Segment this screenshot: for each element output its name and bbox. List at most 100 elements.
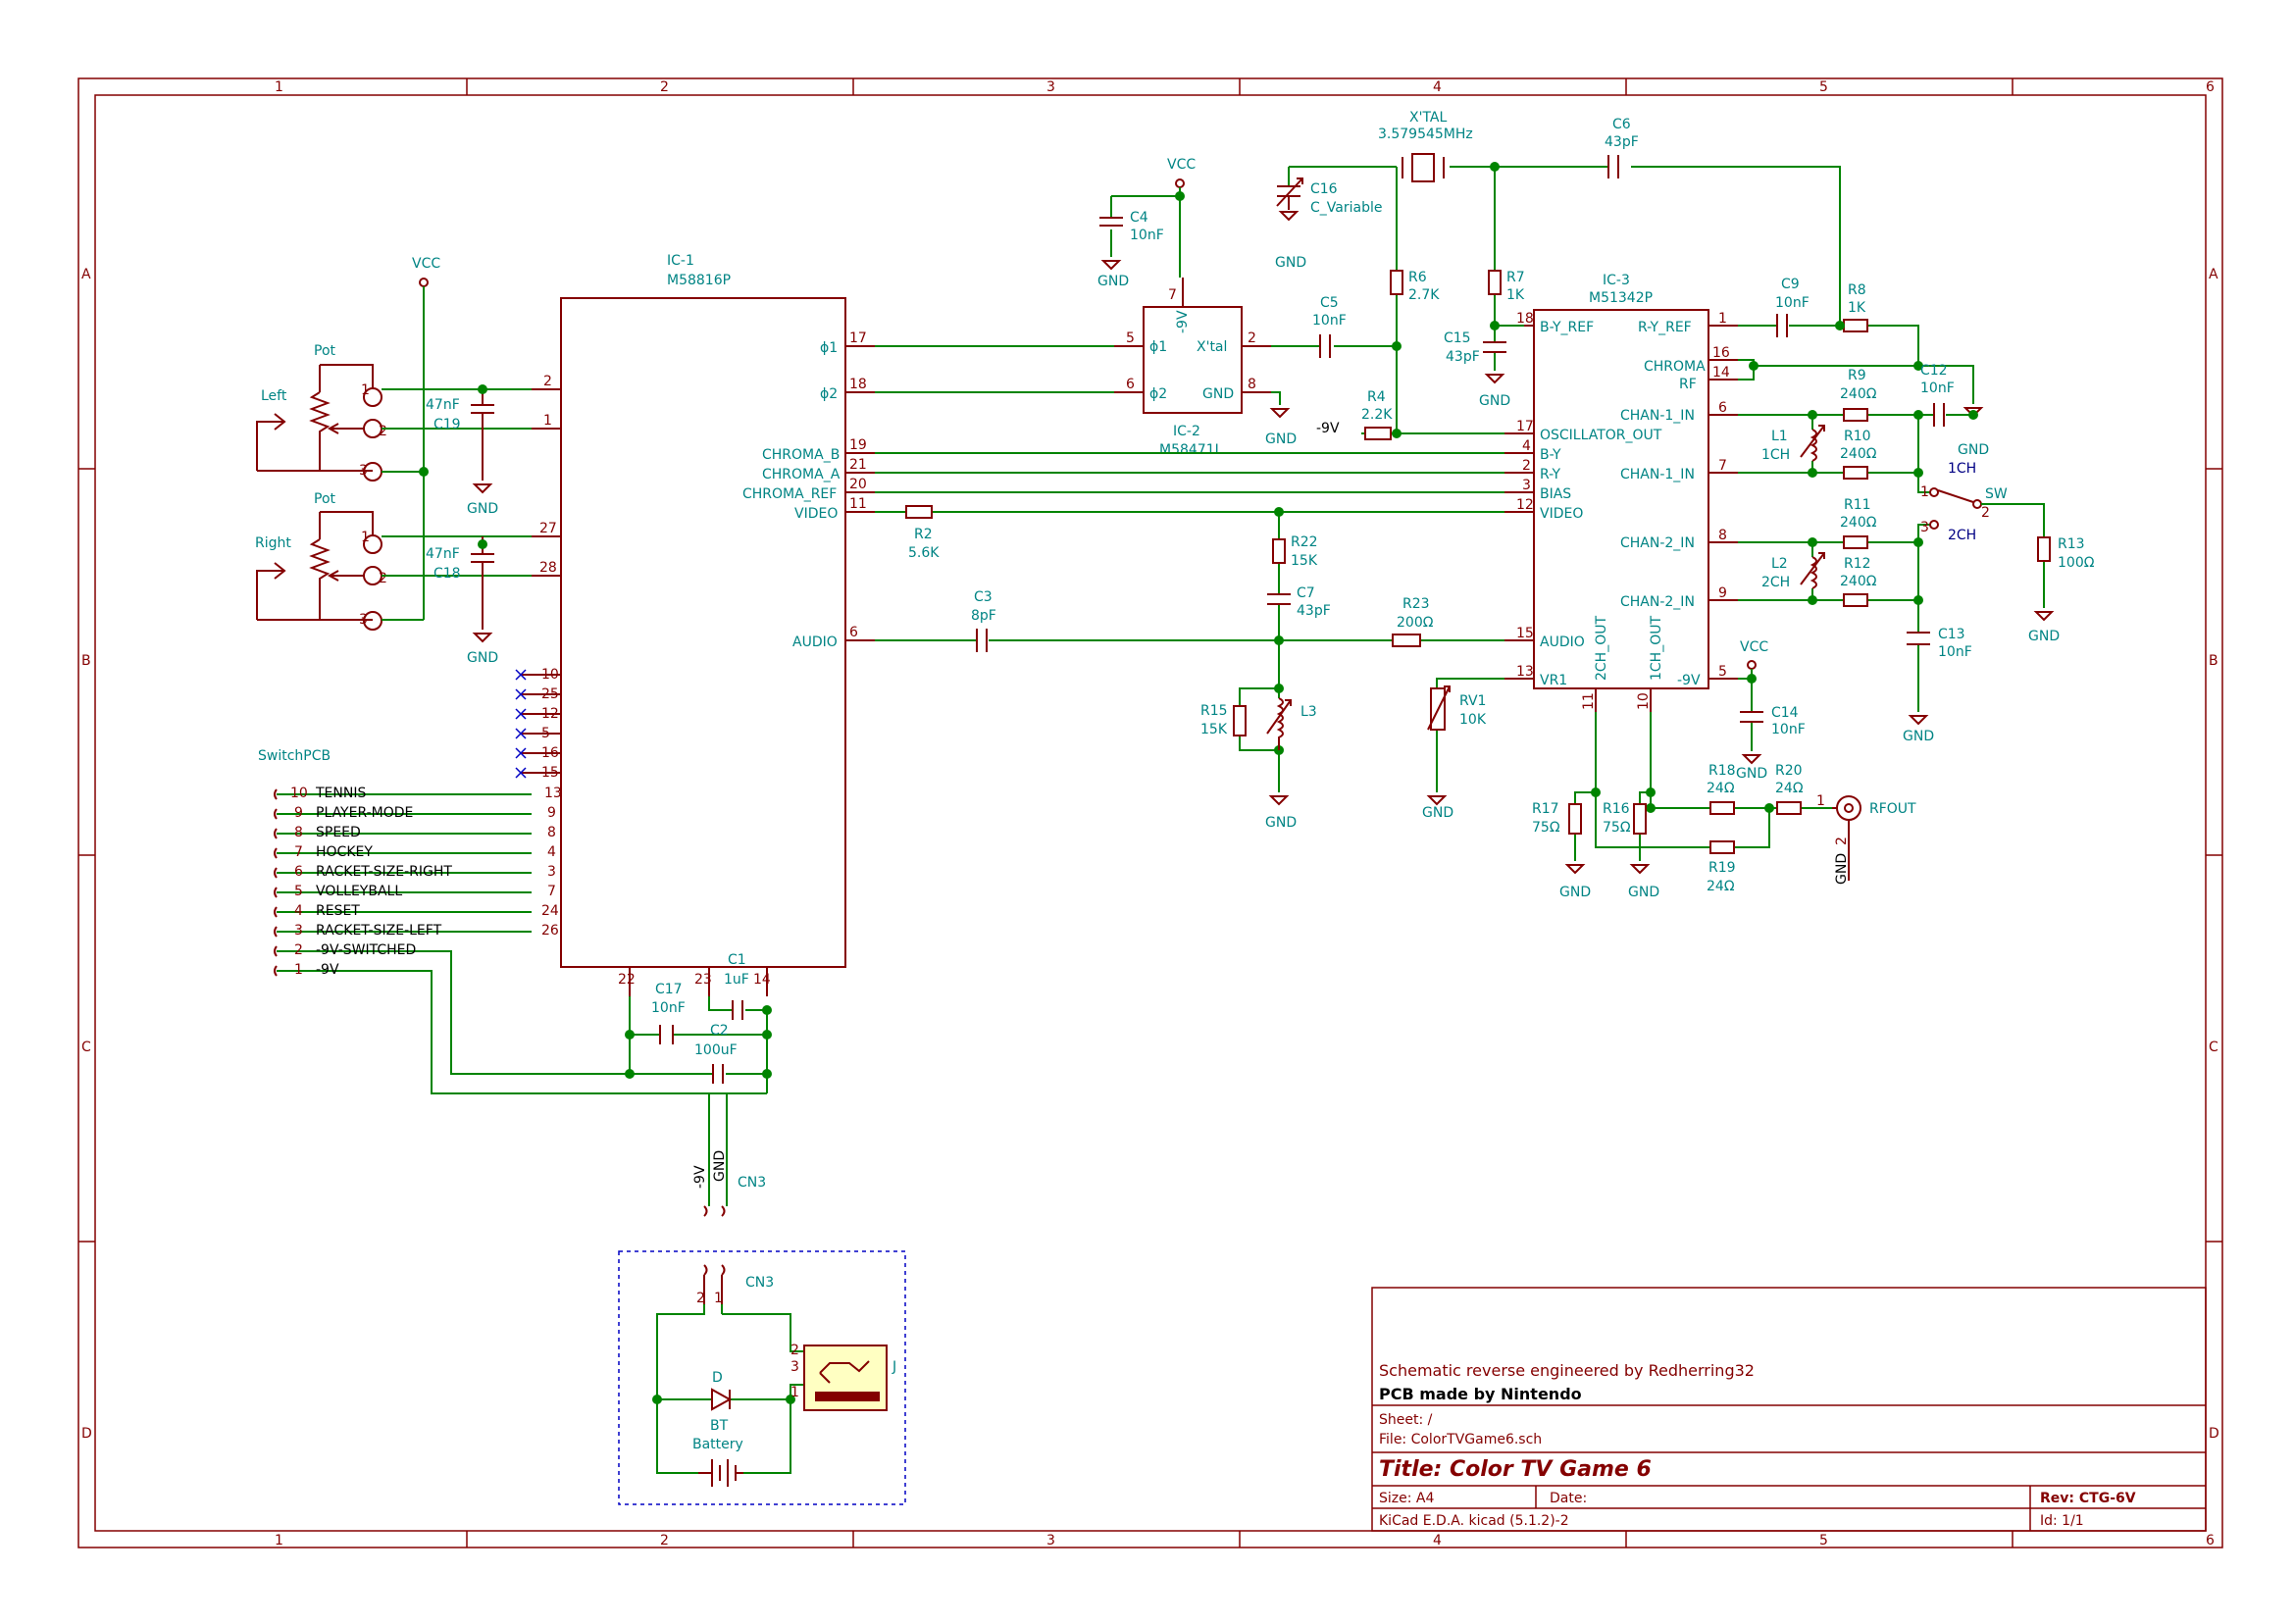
ic1-pin-1: 1	[543, 413, 552, 429]
sheet-border	[77, 77, 2223, 1548]
c14-gnd: GND	[1736, 766, 1767, 782]
r9-ref: R9	[1848, 368, 1866, 383]
ic3-pin-12: 12	[1516, 497, 1534, 513]
c14-value: 10nF	[1771, 722, 1806, 737]
ic3-name-rf: RF	[1679, 377, 1697, 392]
cn3-ref: CN3	[738, 1175, 766, 1191]
ic1-pin-22: 22	[618, 972, 636, 988]
ic1-pin-chroma-ref-name: CHROMA_REF	[742, 486, 837, 502]
ic1-value: M58816P	[667, 273, 731, 288]
sw-net-racket-size-left: RACKET-SIZE-LEFT	[316, 923, 442, 939]
pot-left-pin-2: 2	[379, 424, 387, 439]
ic3-name-oscout: OSCILLATOR_OUT	[1540, 428, 1662, 443]
jack-ref: J	[892, 1359, 896, 1375]
rfout-pin-2: 2	[1834, 837, 1850, 845]
pot-right-ref: Pot	[314, 491, 336, 507]
r8-ref: R8	[1848, 282, 1866, 298]
pot-left-pin-3: 3	[359, 463, 368, 479]
ic3-pin-17: 17	[1516, 419, 1534, 434]
r7-value: 1K	[1506, 287, 1525, 303]
r2-ref: R2	[914, 527, 933, 542]
title-date: Date:	[1550, 1491, 1587, 1506]
ic1-pin-14: 14	[753, 972, 771, 988]
c14-vcc-label: VCC	[1740, 639, 1768, 655]
ic3-name-ch2in-a: CHAN-2_IN	[1620, 535, 1695, 551]
jack-pin-3: 3	[790, 1359, 799, 1375]
r18-ref: R18	[1708, 763, 1736, 779]
diode-ref: D	[712, 1370, 723, 1386]
ic1-nc-pin-5: 5	[541, 726, 550, 741]
rfout-pin-1: 1	[1816, 793, 1825, 809]
c19-gnd: GND	[467, 501, 498, 517]
r13-ref: R13	[2058, 536, 2085, 552]
c4-value: 10nF	[1130, 228, 1164, 243]
ic1-pin-27: 27	[539, 521, 557, 536]
ic3-name-ch2in-b: CHAN-2_IN	[1620, 594, 1695, 610]
l3-ref: L3	[1300, 704, 1317, 720]
xtal-ref: X'TAL	[1409, 110, 1447, 126]
rv1-value: 10K	[1459, 712, 1487, 728]
ic3-pin-10: 10	[1636, 692, 1652, 710]
ic3-pin-6: 6	[1718, 400, 1727, 416]
c17-ref: C17	[655, 982, 683, 997]
c16-gnd: GND	[1275, 255, 1306, 271]
ic1-pin-2: 2	[543, 374, 552, 389]
ic1-pin-phi2-name: ϕ2	[820, 386, 838, 402]
r20-ref: R20	[1775, 763, 1803, 779]
r15-value: 15K	[1200, 722, 1228, 737]
ic3-pin-16: 16	[1712, 345, 1730, 361]
c4-gnd: GND	[1097, 274, 1129, 289]
r12-value: 240Ω	[1840, 574, 1877, 589]
col-label-top-6: 6	[2206, 79, 2215, 95]
r4-m9v: -9V	[1316, 421, 1340, 436]
ic1-pin-phi1-name: ϕ1	[820, 340, 838, 356]
col-label-bottom-3: 3	[1046, 1533, 1055, 1548]
ic1-pin-18: 18	[849, 377, 867, 392]
r19-value: 24Ω	[1707, 879, 1735, 894]
c4-ref: C4	[1130, 210, 1148, 226]
sw-net-racket-size-right: RACKET-SIZE-RIGHT	[316, 864, 452, 880]
l2-value: 2CH	[1761, 575, 1790, 590]
r23-value: 200Ω	[1397, 615, 1434, 631]
ic2-pin-6: 6	[1126, 377, 1135, 392]
title-tool: KiCad E.D.A. kicad (5.1.2)-2	[1379, 1513, 1569, 1529]
c18-gnd: GND	[467, 650, 498, 666]
sw-net-player-mode: PLAYER-MODE	[316, 805, 413, 821]
col-label-top-4: 4	[1433, 79, 1442, 95]
pot-left-pin-1: 1	[361, 382, 370, 398]
c6-value: 43pF	[1605, 134, 1639, 150]
r10-ref: R10	[1844, 429, 1871, 444]
ic1-pin-24: 24	[541, 903, 559, 919]
jack-pin-2: 2	[790, 1343, 799, 1358]
ic1-pin-4: 4	[547, 844, 556, 860]
c15-gnd: GND	[1479, 393, 1510, 409]
ic1-pin-26: 26	[541, 923, 559, 939]
pot-left: Pot Left 1 2 3	[256, 343, 387, 482]
sw-pin-3: 3	[1920, 520, 1929, 535]
ic1-pin-9: 9	[547, 805, 556, 821]
r16-gnd: GND	[1628, 885, 1659, 900]
title-rev: Rev: CTG-6V	[2040, 1491, 2136, 1506]
col-label-bottom-2: 2	[660, 1533, 669, 1548]
rfout-label: RFOUT	[1869, 801, 1916, 817]
left-vcc-net: VCC 47nF C19 GND 47nF C18 GND	[382, 256, 532, 666]
c18-value: 47nF	[426, 546, 460, 562]
ic1-pin-19: 19	[849, 437, 867, 453]
ic3-name-ch1in-b: CHAN-1_IN	[1620, 467, 1695, 482]
cn3-lower-pin-2: 2	[696, 1291, 705, 1306]
ic1-ref: IC-1	[667, 253, 694, 269]
pot-right-pin-1: 1	[361, 530, 370, 545]
sw-net-volleyball: VOLLEYBALL	[316, 884, 402, 899]
pot-left-label: Left	[261, 388, 287, 404]
title-block: Schematic reverse engineered by Redherri…	[1371, 1287, 2207, 1532]
ic2-pin-m9v: -9V	[1175, 310, 1191, 333]
c13-ref: C13	[1938, 627, 1965, 642]
r18-value: 24Ω	[1707, 781, 1735, 796]
ic2-pin-xtal: X'tal	[1197, 339, 1227, 355]
l2-ref: L2	[1771, 556, 1788, 572]
rv1-gnd: GND	[1422, 805, 1453, 821]
col-label-top-2: 2	[660, 79, 669, 95]
row-label-left-b: B	[81, 653, 91, 669]
ic3-name-audio: AUDIO	[1540, 634, 1585, 650]
ic1-pin-21: 21	[849, 457, 867, 473]
